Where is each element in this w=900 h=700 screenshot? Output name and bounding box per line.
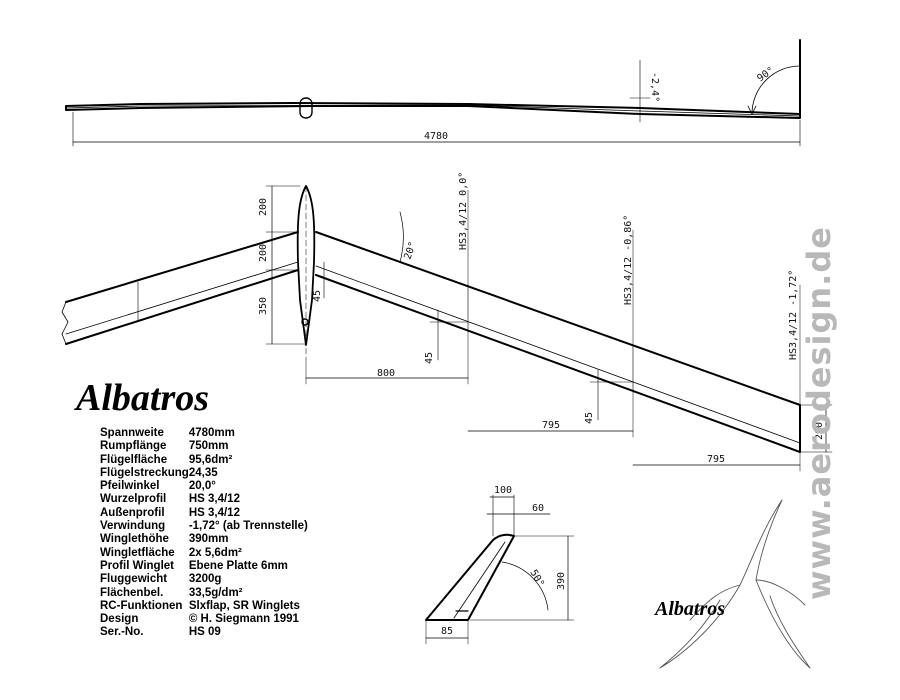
fuselage-rear-dim: 350 — [258, 297, 269, 315]
top-view-left-wing-hinge — [65, 261, 299, 335]
section-3-dim: 795 — [707, 454, 725, 465]
spec-value: -1,72° (ab Trennstelle) — [188, 520, 308, 533]
spec-label: Spannweite — [100, 427, 164, 439]
spec-row: Flächenbel. 33,5g/dm² — [100, 587, 308, 600]
section-1-dim: 800 — [377, 368, 395, 379]
fuselage-front-dim: 200 — [258, 198, 269, 216]
spec-row: Wurzelprofil HS 3,4/12 — [100, 493, 308, 506]
fuselage-mid-dim: 200 — [258, 244, 269, 262]
spec-value: HS 3,4/12 — [188, 493, 240, 506]
spec-label: Rumpflänge — [100, 440, 167, 453]
spec-value: 750mm — [188, 440, 229, 453]
spec-value: 2x 5,6dm² — [188, 546, 242, 559]
dimension-labels: 4780 -2,4° 90° 200 200 350 45 20° 45 45 … — [258, 65, 825, 637]
front-view-fuselage — [299, 97, 313, 119]
model-title: Albatros — [76, 377, 210, 419]
spec-label: Wingletfläche — [100, 546, 175, 559]
spec-label: Winglethöhe — [100, 533, 169, 546]
spec-value: 95,6dm² — [188, 453, 233, 466]
spec-label: Flächenbel. — [100, 586, 164, 599]
winglet-angle-arc — [501, 561, 549, 611]
spec-value: HS 09 — [188, 626, 221, 639]
spec-value: 4780mm — [188, 427, 235, 439]
offset-2-dim: 45 — [424, 352, 435, 364]
top-view-right-wing-hinge — [315, 265, 801, 444]
spec-label: Wurzelprofil — [100, 493, 167, 506]
sweep-angle-label: 20° — [402, 240, 419, 261]
profile-tip-label: HS3,4/12 -1,72° — [788, 270, 799, 360]
spec-label: Profil Winglet — [100, 559, 175, 572]
spec-row: RC-Funktionen Slxflap, SR Winglets — [100, 600, 308, 613]
spec-row: Fluggewicht 3200g — [100, 573, 308, 586]
spec-label: Flügelfläche — [100, 453, 168, 466]
spec-row: Profil Winglet Ebene Platte 6mm — [100, 560, 308, 573]
top-view-right-wing-outline — [315, 231, 801, 453]
spec-row: Ser.-No. HS 09 — [100, 626, 308, 639]
winglet-hinge — [453, 541, 506, 619]
albatross-sketch — [659, 499, 811, 669]
spec-label: Verwindung — [100, 520, 166, 533]
top-view-sweep-arc — [399, 211, 404, 263]
section-2-dim: 795 — [542, 420, 560, 431]
winglet-top-chord-dim: 60 — [532, 503, 544, 514]
spec-row: Winglethöhe 390mm — [100, 533, 308, 546]
front-view-wing-outline — [65, 102, 801, 119]
top-view-left-wing-break — [61, 301, 69, 345]
spec-label: Design — [100, 613, 139, 626]
spec-value: 24,35 — [188, 466, 218, 479]
winglet-top-width-dim: 100 — [494, 485, 512, 496]
spec-value: Slxflap, SR Winglets — [188, 599, 300, 612]
root-offset-dim: 45 — [312, 290, 323, 302]
spec-label: Flügelstreckung — [100, 466, 189, 479]
spec-label: RC-Funktionen — [100, 599, 183, 612]
spec-value: 3200g — [188, 573, 222, 586]
spec-row: Rumpflänge 750mm — [100, 440, 308, 453]
top-view-fuselage-wheel — [301, 318, 309, 326]
winglet-base-dim: 85 — [441, 626, 453, 637]
spec-row: Wingletfläche 2x 5,6dm² — [100, 547, 308, 560]
front-view-90-arc — [751, 65, 801, 115]
top-view-left-wing-outline — [65, 231, 299, 345]
winglet-view — [425, 494, 575, 645]
top-view — [61, 185, 833, 472]
spec-row: Pfeilwinkel 20,0° — [100, 480, 308, 493]
winglet-height-dim: 390 — [556, 572, 567, 590]
spec-label: Fluggewicht — [100, 573, 168, 586]
spec-value: © H. Siegmann 1991 — [188, 613, 299, 626]
spec-row: Design © H. Siegmann 1991 — [100, 613, 308, 626]
website-watermark-text: www.aerodesign.de — [800, 226, 838, 600]
spec-label: Ser.-No. — [100, 626, 144, 639]
spec-row: Flügelfläche 95,6dm² — [100, 454, 308, 467]
spec-row: Spannweite 4780mm — [100, 427, 308, 440]
spec-label: Pfeilwinkel — [100, 480, 160, 493]
spec-value: 20,0° — [188, 480, 216, 493]
offset-3-dim: 45 — [584, 412, 595, 424]
spec-value: Ebene Platte 6mm — [188, 559, 288, 572]
albatros-logo-text: Albatros — [655, 598, 726, 620]
span-dimension: 4780 — [424, 131, 448, 142]
winglet-angle-label: 90° — [755, 65, 776, 84]
spec-value: HS 3,4/12 — [188, 506, 240, 519]
twist-angle-label: -2,4° — [649, 72, 660, 102]
spec-label: Außenprofil — [100, 506, 165, 519]
spec-value: 390mm — [188, 533, 229, 546]
profile-mid-label: HS3,4/12 -0,86° — [623, 215, 634, 305]
tip-chord-dim: 200 — [814, 422, 825, 440]
spec-value: 33,5g/dm² — [188, 586, 243, 599]
front-view — [65, 39, 801, 147]
front-view-wing-centerline — [65, 104, 801, 117]
spec-row: Außenprofil HS 3,4/12 — [100, 507, 308, 520]
profile-root-label: HS3,4/12 0,0° — [458, 172, 469, 250]
spec-row: Verwindung -1,72° (ab Trennstelle) — [100, 520, 308, 533]
winglet-angle-dim: 50° — [527, 568, 546, 589]
